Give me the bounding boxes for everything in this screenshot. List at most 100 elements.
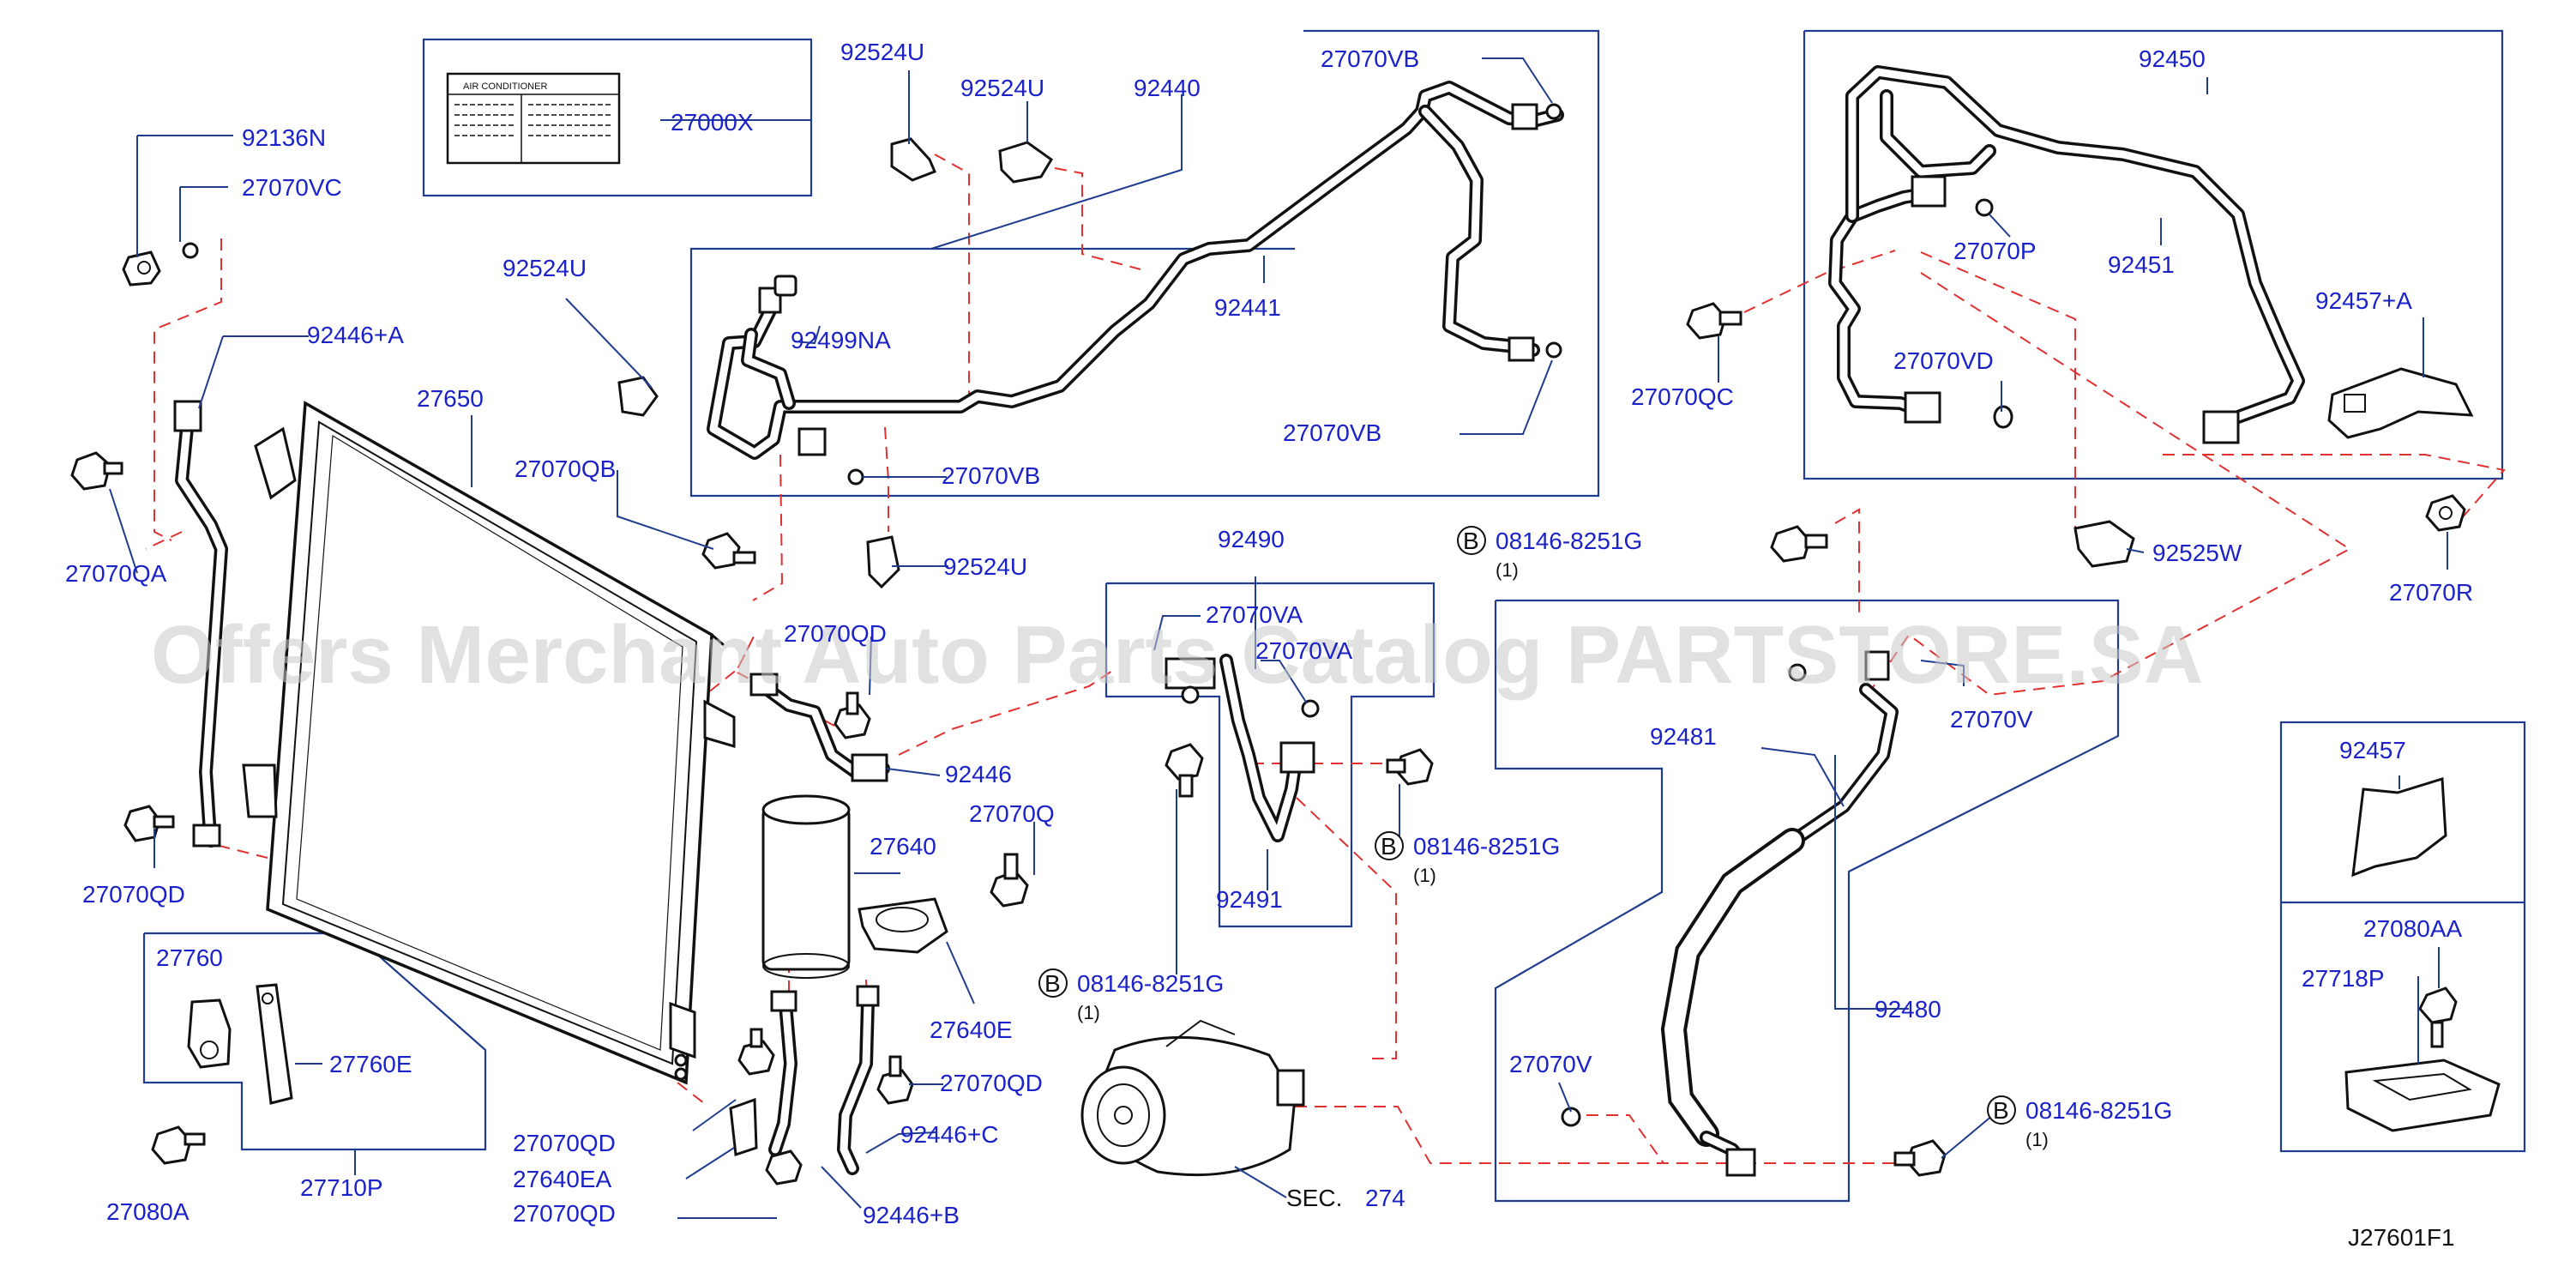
discharge-pipe-92441 (707, 81, 1564, 460)
nut-27070R (2425, 494, 2466, 532)
label-27000X: 27000X (671, 109, 754, 136)
oring-27070V-a (1788, 663, 1807, 682)
label-27070Q: 27070Q (969, 800, 1055, 827)
label-08146-b: 08146-8251G (1413, 833, 1560, 860)
bolt-08146-b (1386, 748, 1434, 786)
label-08146-c: 08146-8251G (1077, 970, 1224, 997)
label-92524U-d: 92524U (943, 553, 1027, 580)
module-27718P (2344, 1059, 2501, 1132)
compressor (1080, 1019, 1305, 1177)
sensor-line-box (1104, 582, 1435, 928)
label-92440: 92440 (1134, 75, 1201, 101)
label-27070VA-a: 27070VA (1206, 601, 1303, 628)
label-92480: 92480 (1875, 996, 1941, 1023)
bolt-27080A (151, 1125, 206, 1165)
label-27650: 27650 (417, 385, 484, 412)
label-27760: 27760 (156, 944, 223, 971)
label-27070P: 27070P (1953, 238, 2037, 264)
bracket-27760E (256, 983, 293, 1105)
bracket-92457A (2327, 367, 2474, 439)
label-92524U-b: 92524U (840, 39, 924, 65)
oring-27070VA-b (1301, 699, 1320, 718)
label-27760E: 27760E (329, 1051, 412, 1077)
label-27718P: 27718P (2302, 965, 2385, 992)
bolt-27070QD-b (737, 1028, 775, 1076)
bolt-08146-c (1770, 525, 1828, 563)
label-92450: 92450 (2139, 45, 2206, 72)
high-pressure-hose-box (1494, 599, 2120, 1203)
bolt-27070QD-c (876, 1055, 914, 1105)
label-08146-d: 08146-8251G (2025, 1097, 2172, 1124)
label-27640: 27640 (870, 833, 936, 860)
label-92446A: 92446+A (307, 322, 404, 348)
label-27640E: 27640E (930, 1017, 1013, 1043)
label-92457: 92457 (2339, 737, 2406, 763)
label-27070V-b: 27070V (1509, 1051, 1592, 1077)
sensor-line-92491 (1165, 654, 1315, 842)
label-92499NA: 92499NA (791, 327, 891, 353)
sticker-header: AIR CONDITIONER (463, 81, 547, 92)
label-92451: 92451 (2108, 251, 2175, 278)
label-92524U-a: 92524U (503, 255, 587, 281)
clip-92524U-b (998, 141, 1053, 184)
label-27070VB-a: 27070VB (1321, 45, 1419, 72)
label-92441: 92441 (1214, 294, 1281, 321)
bolt-letter-a: B (1463, 528, 1479, 554)
label-27070QD-b: 27070QD (940, 1070, 1043, 1096)
bolt-27070QA (70, 451, 123, 491)
label-27070VD: 27070VD (1893, 347, 1994, 374)
label-27070QD-d: 27070QD (513, 1200, 616, 1227)
bracket-27640E (858, 897, 948, 954)
hose-92446C (837, 985, 880, 1175)
bolt-letter-c: B (1044, 970, 1061, 997)
bolt-27070QD-left (123, 805, 175, 842)
oring-27070VA-a (1181, 685, 1200, 704)
label-92446B: 92446+B (863, 1202, 960, 1228)
label-27070QB: 27070QB (515, 456, 616, 482)
oring-27070P (1975, 198, 1994, 217)
bracket-92457 (2351, 777, 2447, 878)
sec-ref-274[interactable]: 274 (1365, 1185, 1405, 1211)
label-92481: 92481 (1650, 723, 1717, 750)
clip-92524U-a (890, 137, 936, 182)
hose-92446 (749, 673, 890, 782)
bolt-27070QD-d (765, 1149, 803, 1186)
label-27070QD-c: 27070QD (513, 1130, 616, 1156)
label-92525W: 92525W (2152, 540, 2242, 566)
nut-92136N (122, 250, 161, 287)
oring-27070VB-a (1545, 103, 1562, 120)
condenser (242, 401, 736, 1085)
label-27070VB-c: 27070VB (942, 462, 1040, 489)
oring-27070VC (182, 242, 199, 259)
bolt-callout-c: B 08146-8251G (1) (1038, 968, 1224, 1023)
bolt-27070QB (701, 532, 756, 570)
leader-lines (109, 57, 2448, 1219)
bolt-08146-d (1893, 1139, 1947, 1177)
label-27070QA: 27070QA (65, 560, 167, 587)
label-92446: 92446 (945, 761, 1012, 787)
label-92136N: 92136N (242, 124, 326, 151)
cap-92499NA (773, 275, 797, 297)
bolt-callout-b: B 08146-8251G (1) (1375, 831, 1560, 886)
hose-92446B (768, 990, 797, 1156)
clip-92524U-c (617, 376, 659, 417)
bolt-letter-d: B (1993, 1097, 2009, 1124)
sensor-27760 (187, 998, 232, 1069)
receiver-dryer-27640 (761, 794, 851, 979)
label-27080AA: 27080AA (2363, 915, 2463, 942)
clip-92524U-d (866, 535, 900, 589)
oring-27070VB-b (1545, 341, 1562, 359)
bolt-letter-b: B (1381, 833, 1397, 860)
watermark: Offers Merchant Auto Parts Catalog PARTS… (151, 609, 2203, 701)
label-92457A: 92457+A (2315, 287, 2412, 314)
label-27070QD-left: 27070QD (82, 881, 185, 908)
bolt-27080AA (2418, 986, 2458, 1048)
label-92446C: 92446+C (900, 1121, 998, 1148)
suction-pipe-92451 (1828, 65, 2305, 444)
label-92490: 92490 (1218, 526, 1285, 552)
label-27070QD-mid: 27070QD (784, 620, 887, 647)
discharge-line-box (689, 29, 1600, 498)
oring-27070V-b (1561, 1107, 1581, 1127)
label-27710P: 27710P (300, 1174, 383, 1201)
label-sticker-box (422, 38, 813, 197)
